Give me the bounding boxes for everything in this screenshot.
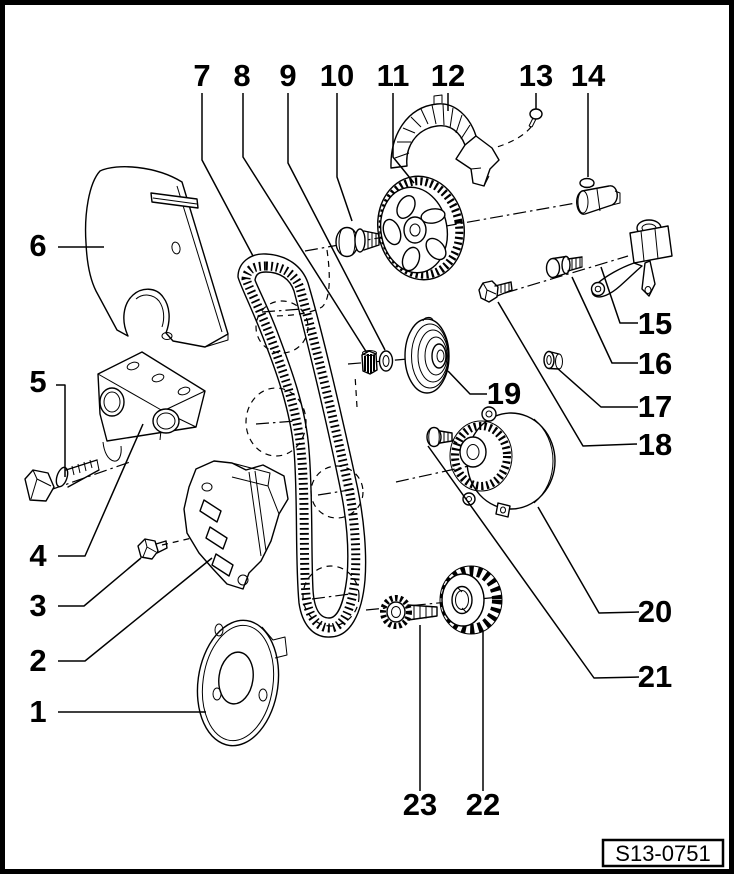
callout-21: 21 (638, 659, 672, 694)
part-17-pivot-bushing (543, 350, 563, 370)
callout-10: 10 (320, 58, 354, 93)
callout-22: 22 (466, 787, 500, 822)
part-3-guard-bolt (137, 538, 168, 560)
part-11-camshaft-sprocket (377, 175, 465, 281)
part-16-socket-bolt (545, 255, 583, 279)
callout-13: 13 (519, 58, 553, 93)
callout-18: 18 (638, 427, 672, 462)
part-21-pump-bolt (426, 426, 453, 448)
part-19-tensioner-pulley (404, 317, 450, 394)
callout-1: 1 (29, 694, 46, 729)
callout-5: 5 (29, 364, 46, 399)
part-23-crankshaft-bolt (380, 595, 438, 629)
part-14-sealing-cap (576, 177, 621, 215)
callout-6: 6 (29, 228, 46, 263)
part-22-crankshaft-sprocket (439, 565, 503, 635)
callout-11: 11 (377, 58, 410, 93)
part-7-timing-belt (237, 253, 367, 638)
part-8-tensioner-nut (361, 350, 378, 375)
part-4-engine-mount-bracket (97, 351, 206, 462)
callout-labels: 1 2 3 4 5 6 7 8 9 10 11 12 13 14 15 16 1… (29, 58, 672, 822)
callout-20: 20 (638, 594, 672, 629)
part-9-washer-small (378, 350, 394, 372)
part-10-sprocket-bolt (335, 226, 380, 258)
callout-12: 12 (431, 58, 465, 93)
callout-3: 3 (29, 588, 46, 623)
callout-16: 16 (638, 346, 672, 381)
leader-lines (56, 93, 640, 791)
callout-7: 7 (193, 58, 210, 93)
part-15-support-bracket (590, 219, 673, 298)
part-5-bracket-bolt (24, 459, 100, 502)
part-18-tensioner-bolt (478, 280, 513, 303)
callout-8: 8 (233, 58, 250, 93)
callout-15: 15 (638, 306, 672, 341)
part-20-water-pump (449, 406, 556, 518)
part-2-centre-belt-guard (183, 460, 289, 590)
figure-code-box: S13-0751 (601, 838, 725, 868)
part-1-lower-belt-guard (196, 619, 288, 747)
callout-19: 19 (487, 376, 521, 411)
callout-4: 4 (29, 538, 47, 573)
callout-14: 14 (571, 58, 606, 93)
hidden-pulley-positions (245, 300, 364, 627)
callout-2: 2 (29, 643, 46, 678)
part-6-upper-belt-guard (84, 166, 229, 348)
callout-23: 23 (403, 787, 437, 822)
callout-17: 17 (638, 389, 672, 424)
callout-9: 9 (279, 58, 296, 93)
figure-code: S13-0751 (615, 841, 710, 866)
part-13-guard-screw (528, 108, 543, 128)
part-12-sprocket-guard-segment (390, 94, 500, 187)
